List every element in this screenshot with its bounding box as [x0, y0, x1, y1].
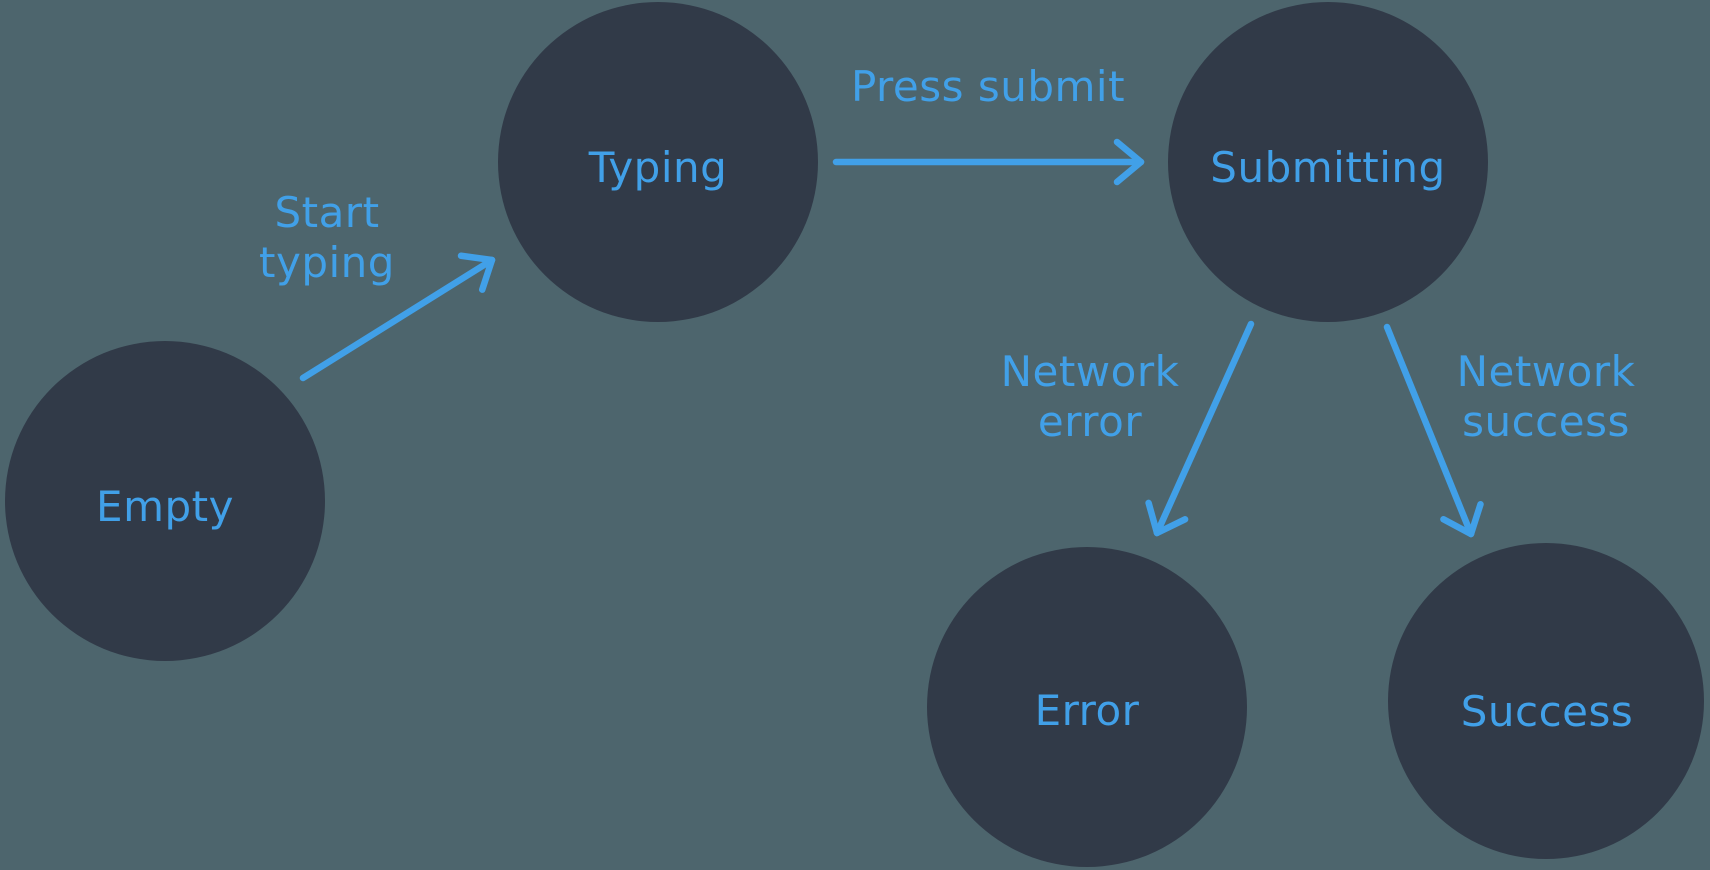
state-node-error [927, 547, 1247, 867]
node-label-error: Error [1034, 686, 1140, 735]
state-node-submitting [1168, 2, 1488, 322]
node-label-submitting: Submitting [1210, 143, 1446, 192]
edge-label-network-success: Network success [1456, 347, 1636, 446]
transition-arrow-network-success [1383, 323, 1484, 538]
node-label-typing: Typing [588, 143, 728, 192]
edge-label-network-error: Network error [1000, 347, 1180, 446]
state-node-empty [5, 341, 325, 661]
transition-arrow-network-error [1145, 320, 1255, 537]
node-label-success: Success [1460, 687, 1634, 736]
state-node-typing [498, 2, 818, 322]
transition-arrow-start-typing [299, 252, 496, 382]
state-node-success [1388, 543, 1704, 859]
edge-label-start-typing: Start typing [259, 188, 395, 287]
node-label-empty: Empty [96, 482, 234, 531]
edge-label-press-submit: Press submit [850, 62, 1126, 111]
